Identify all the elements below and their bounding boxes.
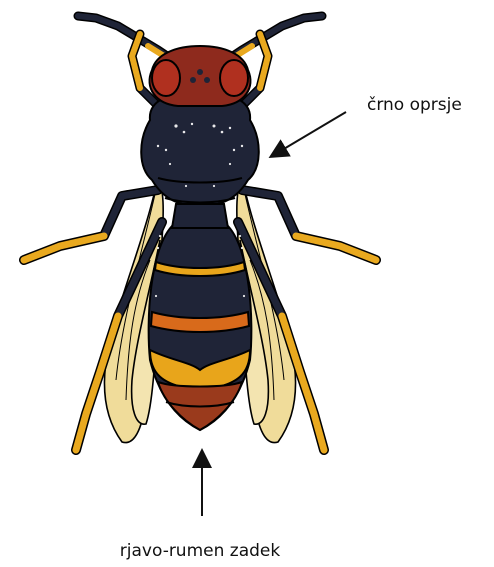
left-compound-eye [152,60,180,96]
head [150,46,251,106]
abdomen [149,226,252,430]
right-compound-eye [220,60,248,96]
waist [172,204,228,228]
thorax-pointer-arrow [272,112,346,156]
abdomen-tip-label: rjavo-rumen zadek [120,541,281,561]
thorax-label: črno oprsje [367,95,462,115]
thorax-body [141,92,259,206]
